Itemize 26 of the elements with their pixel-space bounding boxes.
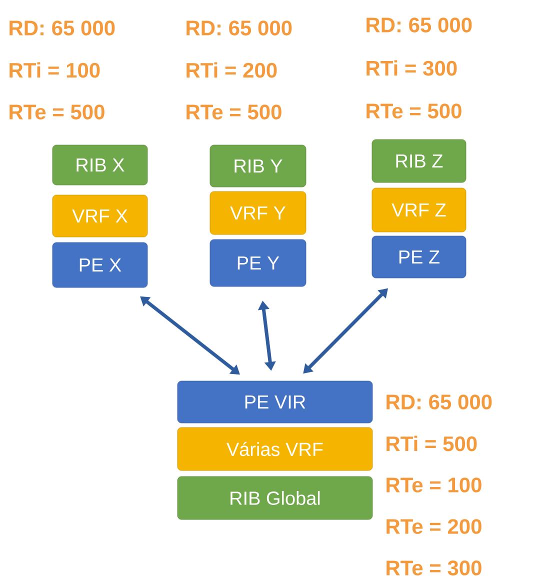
layer-box: PE Z [372, 236, 466, 278]
layer-box: RIB Global [177, 476, 373, 520]
layer-box: RIB Z [372, 139, 466, 183]
route-label: RTi = 200 [186, 62, 277, 78]
route-label: RD: 65 000 [386, 394, 492, 410]
route-label: RTe = 500 [10, 104, 104, 120]
route-label: RD: 65 000 [10, 20, 115, 36]
layer-box: RIB X [52, 144, 148, 186]
route-label: RTi = 300 [366, 60, 457, 76]
layer-box: VRF Y [210, 191, 306, 235]
route-label: RTe = 100 [386, 478, 482, 492]
route-label: RD: 65 000 [186, 20, 292, 36]
layer-box: VRF X [52, 194, 148, 238]
layer-box: VRF Z [372, 188, 466, 232]
route-label: RTi = 100 [10, 62, 100, 78]
route-label: RTi = 500 [386, 436, 477, 452]
route-label: RD: 65 000 [366, 18, 472, 32]
route-label: RTe = 200 [386, 519, 482, 534]
layer-box: RIB Y [210, 144, 306, 188]
route-label: RTe = 500 [186, 104, 282, 120]
layer-box: PE X [52, 242, 148, 288]
layer-box: PE Y [210, 239, 306, 287]
layer-box: PE VIR [177, 380, 373, 424]
route-label: RTe = 500 [366, 104, 462, 118]
route-label: RTe = 300 [386, 560, 482, 576]
layer-box: Várias VRF [177, 427, 373, 471]
